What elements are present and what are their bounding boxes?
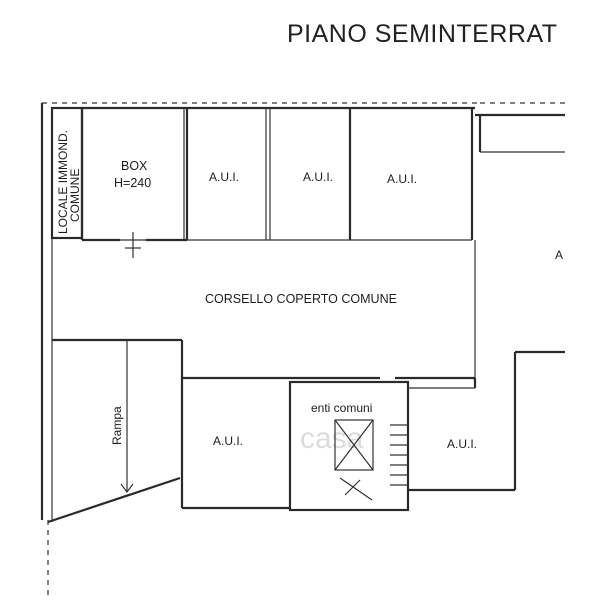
- label-corridor: CORSELLO COPERTO COMUNE: [205, 292, 397, 306]
- label-aui-bottom-right: A.U.I.: [447, 437, 477, 451]
- label-edge: A: [555, 248, 563, 262]
- label-aui-bottom-left: A.U.I.: [213, 434, 243, 448]
- stair-flight-mark: [339, 477, 373, 501]
- label-aui-top-3: A.U.I.: [387, 172, 417, 186]
- room-enti-comuni: [288, 380, 410, 512]
- ramp-arrow-head: [120, 483, 134, 493]
- elevator-x-2: [334, 419, 374, 471]
- label-box-height: H=240: [114, 176, 151, 190]
- label-ramp: Rampa: [110, 406, 124, 445]
- label-locale-line2: COMUNE: [68, 169, 82, 222]
- stair-arrow: [344, 479, 361, 496]
- plan-title: PIANO SEMINTERRAT: [287, 20, 558, 48]
- elevator-shaft: [334, 419, 374, 471]
- label-enti-comuni: enti comuni: [311, 401, 372, 415]
- label-box: BOX: [121, 159, 148, 173]
- ramp-edge: [47, 476, 181, 524]
- label-aui-top-1: A.U.I.: [209, 170, 239, 184]
- watermark-text: casa: [300, 422, 364, 455]
- label-aui-top-2: A.U.I.: [303, 170, 333, 184]
- label-locale-line1: LOCALE IMMOND.: [56, 130, 70, 234]
